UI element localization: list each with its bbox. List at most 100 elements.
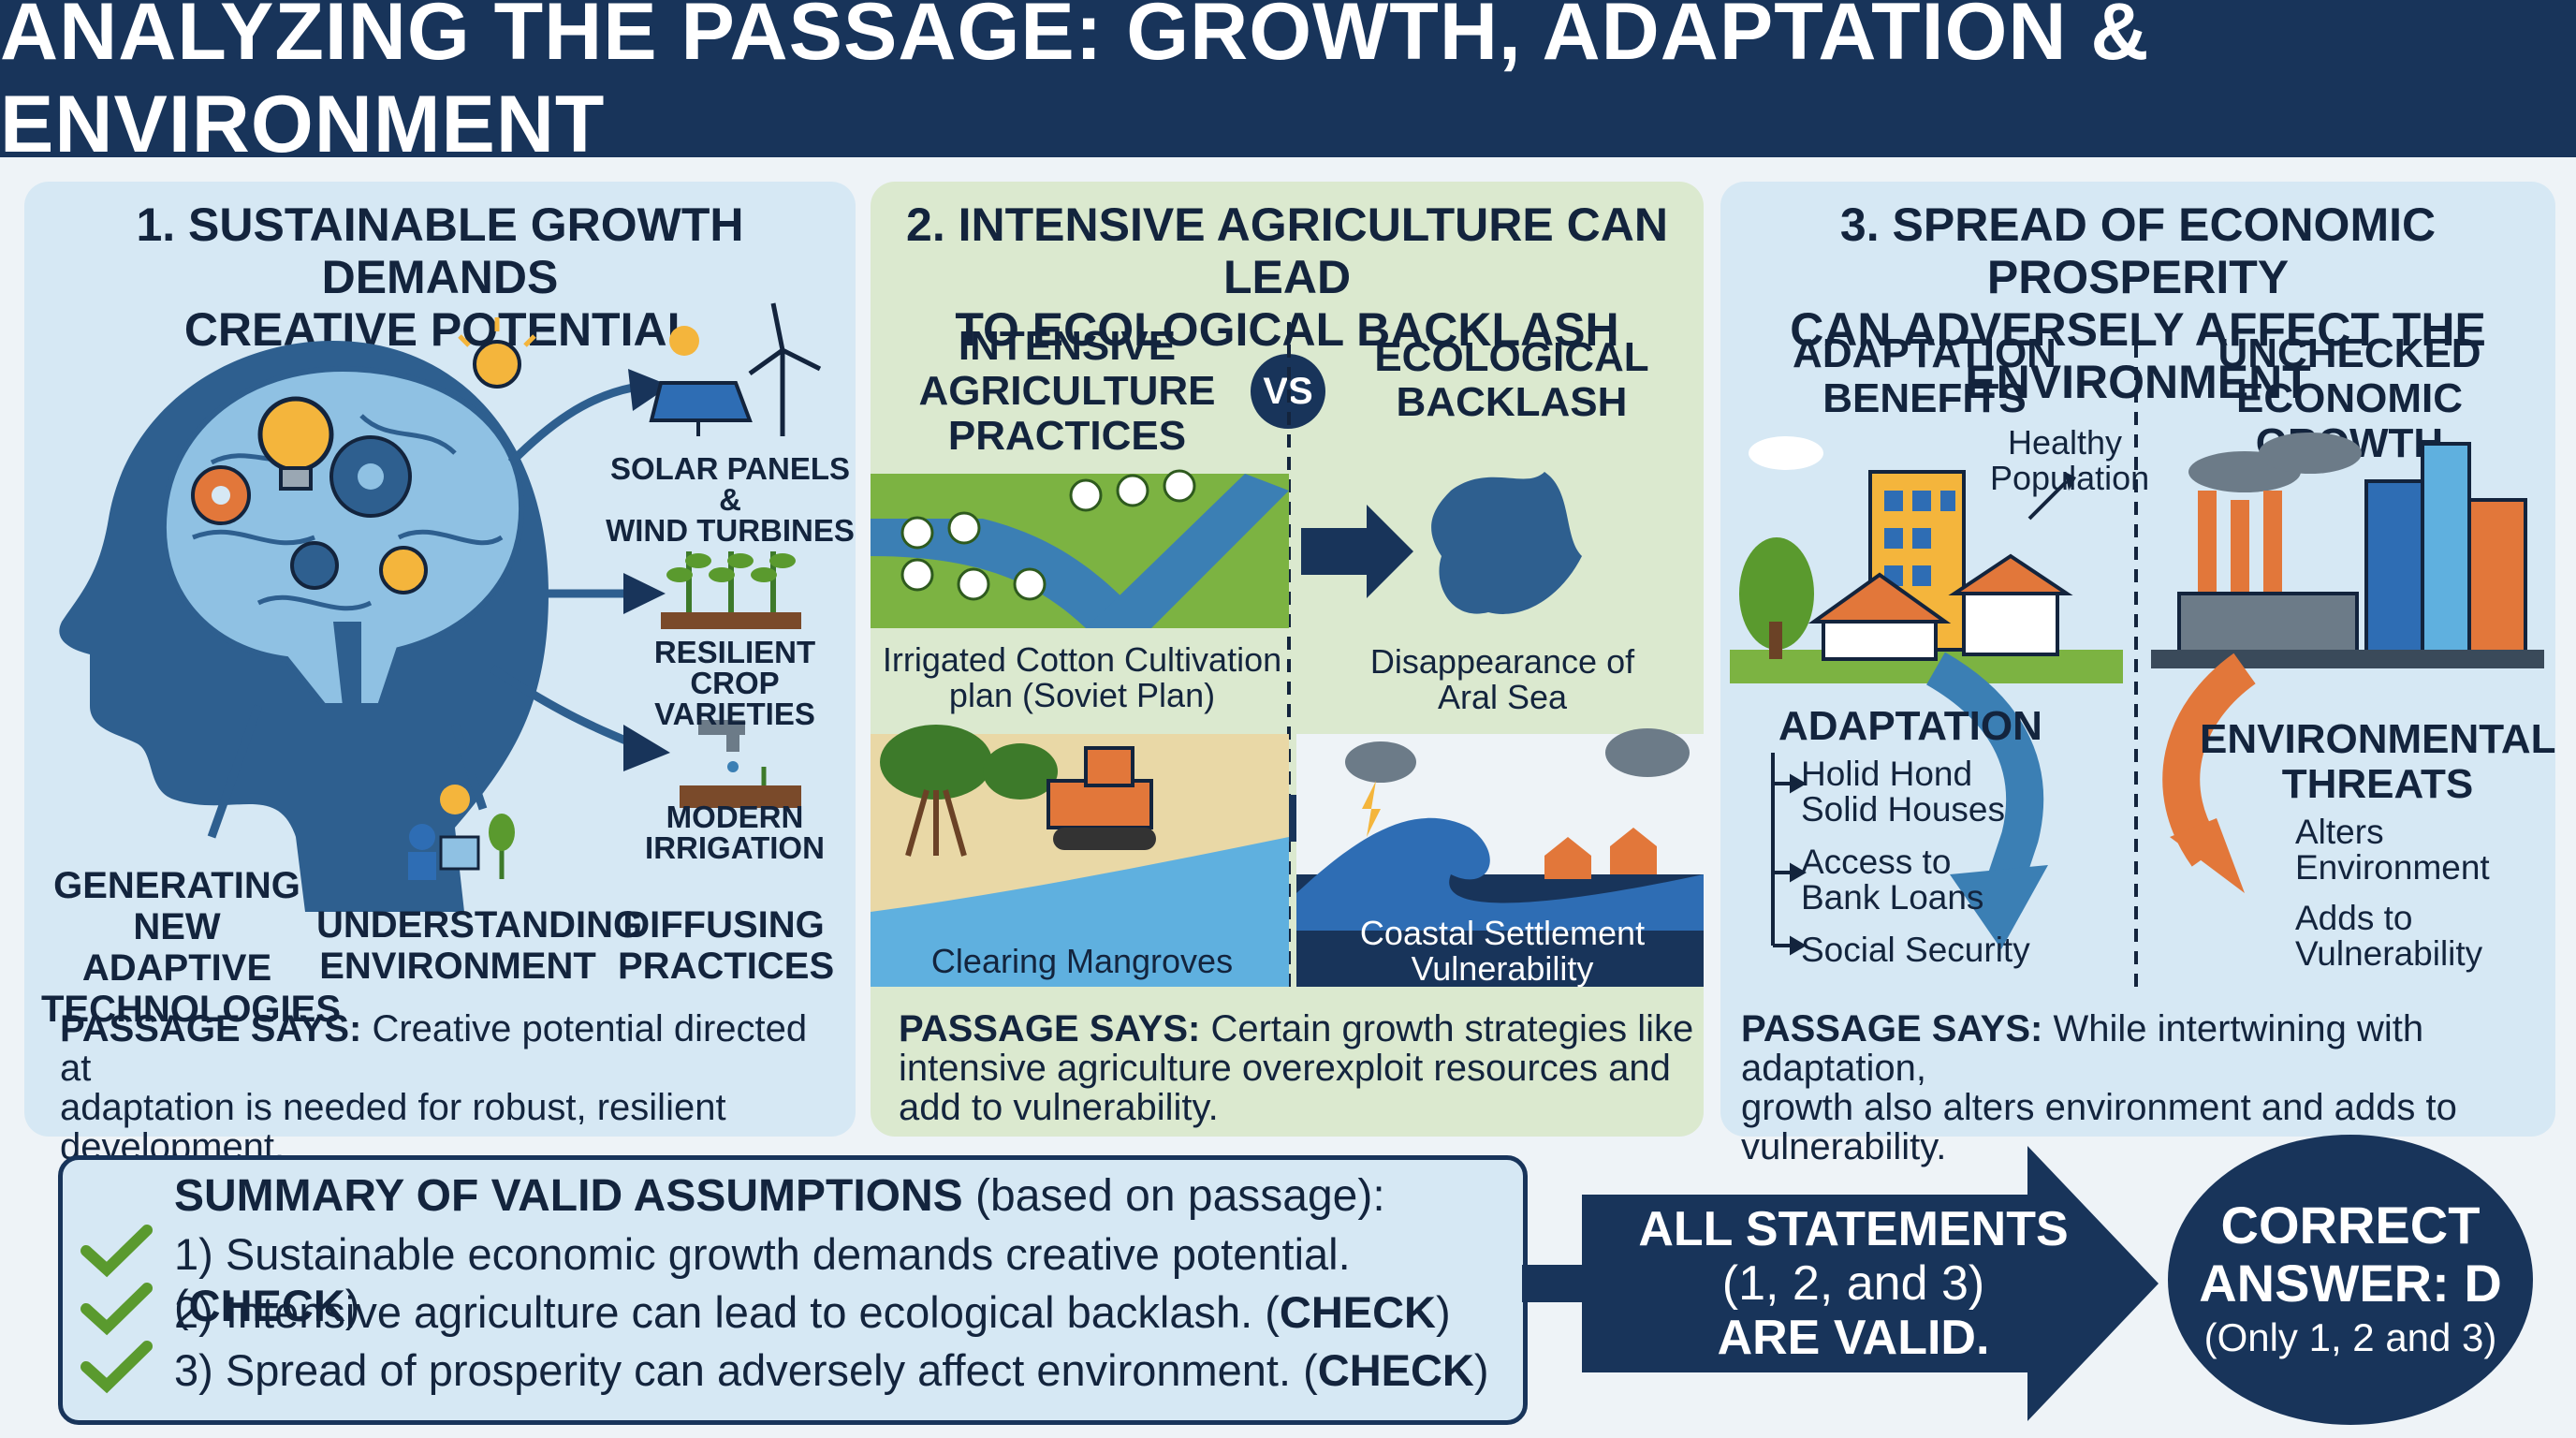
panel2-title-line1: 2. INTENSIVE AGRICULTURE CAN LEAD <box>906 198 1668 303</box>
label-gen-line2: NEW ADAPTIVE <box>81 906 272 989</box>
threat-item-4: Vulnerability <box>2295 934 2483 973</box>
panel2-says-line1: Certain growth strategies like <box>1210 1008 1694 1049</box>
panel2-says-label: PASSAGE SAYS: <box>899 1008 1201 1049</box>
summary-item-2-check: CHECK <box>1279 1287 1436 1337</box>
label-gen-line3: TECHNOLOGIES <box>41 989 342 1030</box>
healthy-town-scene <box>1730 436 2123 683</box>
conclusion-line3: ARE VALID. <box>1717 1311 1990 1365</box>
label-solar-line2: WIND TURBINES <box>606 513 855 548</box>
crop-plants-icon <box>661 551 801 629</box>
panel3-says-label: PASSAGE SAYS: <box>1741 1008 2043 1049</box>
lightbulb-icon <box>257 396 334 491</box>
cotton-field-scene <box>871 469 1289 628</box>
solar-panel-icon <box>649 326 753 436</box>
industrial-city-scene <box>2151 433 2544 668</box>
subhead-p3-left-line1: ADAPTATION <box>1793 330 2056 376</box>
mangrove-clearing-scene <box>871 725 1289 987</box>
conclusion-arrows <box>1522 1146 2159 1421</box>
caption-cotton-line2: plan (Soviet Plan) <box>948 676 1216 714</box>
subhead-right-line1: ECOLOGICAL <box>1374 334 1649 380</box>
summary-item-2: 2) Intensive agriculture can lead to eco… <box>174 1286 1503 1338</box>
conclusion-text: ALL STATEMENTS (1, 2, and 3) ARE VALID. <box>1610 1202 2097 1365</box>
check-icon <box>80 1341 153 1394</box>
threats-list: Alters Environment Adds to Vulnerability <box>2295 814 2548 972</box>
irrigation-faucet-icon <box>680 720 801 808</box>
caption-aral-line2: Aral Sea <box>1437 678 1568 716</box>
panel1-says-line2: adaptation is needed for robust, resilie… <box>60 1087 726 1128</box>
adapt-item-2: Solid Houses <box>1801 790 2006 829</box>
label-understanding-environment: UNDERSTANDING ENVIRONMENT <box>316 904 642 987</box>
caption-coastal-line2: Vulnerability <box>1411 949 1594 988</box>
answer-line3: (Only 1, 2 and 3) <box>2203 1315 2497 1359</box>
wind-turbine-icon <box>748 302 822 436</box>
threats-line2: THREATS <box>2281 761 2474 807</box>
caption-mangroves: Clearing Mangroves <box>930 942 1234 980</box>
lightbulb-small-icon <box>379 317 536 594</box>
panel1-title: 1. SUSTAINABLE GROWTH DEMANDS CREATIVE P… <box>24 198 856 356</box>
panel3-passage-says: PASSAGE SAYS: While intertwining with ad… <box>1741 1009 2554 1167</box>
subhead-left-line1: INTENSIVE <box>958 323 1177 369</box>
label-diffusing-practices: DIFFUSING PRACTICES <box>618 904 835 987</box>
label-irrigation-line1: MODERN <box>666 800 804 834</box>
panel1-illustration <box>59 302 822 912</box>
panel3-says-line3: vulnerability. <box>1741 1126 1947 1167</box>
threat-item-3: Adds to <box>2295 899 2413 937</box>
environment-study-icon <box>408 785 515 880</box>
adapt-item-4: Bank Loans <box>1801 878 1984 917</box>
adaptation-arrow <box>1925 652 2044 900</box>
subhead-unchecked-growth: UNCHECKED ECONOMIC GROWTH <box>2153 331 2546 466</box>
subhead-left-line3: PRACTICES <box>947 413 1187 459</box>
label-solar-line1: SOLAR PANELS & <box>609 451 851 517</box>
threat-arrow-head <box>2170 818 2245 893</box>
summary-title: SUMMARY OF VALID ASSUMPTIONS (based on p… <box>174 1170 1503 1222</box>
aral-sea-map <box>1431 472 1582 614</box>
healthy-line2: Population <box>1990 459 2150 497</box>
label-irrigation-line2: IRRIGATION <box>645 830 825 865</box>
big-arrow <box>1582 1146 2159 1421</box>
panel3-says-line1: While intertwining with adaptation, <box>1741 1008 2424 1089</box>
subhead-intensive-agriculture: INTENSIVE AGRICULTURE PRACTICES <box>899 324 1236 459</box>
label-gen-line1: GENERATING <box>53 865 300 906</box>
summary-box <box>58 1155 1528 1425</box>
summary-item-3-text: 3) Spread of prosperity can adversely af… <box>174 1345 1318 1395</box>
caption-cotton: Irrigated Cotton Cultivation plan (Sovie… <box>871 642 1294 713</box>
conclusion-line1: ALL STATEMENTS <box>1638 1202 2069 1256</box>
adaptation-arrow-head <box>1950 865 2048 949</box>
coastal-storm-scene <box>1296 728 1704 987</box>
conclusion-line2: (1, 2, and 3) <box>1721 1256 1985 1311</box>
summary-item-1-check: CHECK <box>188 1281 345 1330</box>
summary-item-1-close: ) <box>344 1281 360 1330</box>
label-crop-line2: CROP VARIETIES <box>654 666 815 731</box>
environmental-threats-heading: ENVIRONMENTAL THREATS <box>2200 717 2556 807</box>
subhead-p3-left-line2: BENEFITS <box>1822 375 2027 421</box>
subhead-right-line2: BACKLASH <box>1396 379 1628 425</box>
label-crop-line1: RESILIENT <box>653 635 816 669</box>
caption-cotton-line1: Irrigated Cotton Cultivation <box>882 640 1282 679</box>
subhead-ecological-backlash: ECOLOGICAL BACKLASH <box>1348 335 1676 425</box>
adaptation-bullets <box>1771 753 1807 956</box>
subhead-left-line2: AGRICULTURE <box>918 368 1216 414</box>
panel1-title-line2: CREATIVE POTENTIAL <box>183 303 696 356</box>
summary-checkmarks <box>80 1225 153 1394</box>
summary-item-3-close: ) <box>1473 1345 1489 1395</box>
adapt-item-3: Access to <box>1801 843 1952 881</box>
page-title: ANALYZING THE PASSAGE: GROWTH, ADAPTATIO… <box>0 0 2150 169</box>
panel3-illustration <box>1730 322 2544 987</box>
label-solar-wind: SOLAR PANELS & WIND TURBINES <box>599 453 861 546</box>
label-generating-technologies: GENERATING NEW ADAPTIVE TECHNOLOGIES <box>41 865 342 1030</box>
adapt-item-5: Social Security <box>1801 931 2030 969</box>
panel1-title-line1: 1. SUSTAINABLE GROWTH DEMANDS <box>136 198 744 303</box>
caption-coastal-line1: Coastal Settlement <box>1359 914 1646 952</box>
summary-item-3: 3) Spread of prosperity can adversely af… <box>174 1344 1503 1396</box>
gear-icon <box>191 435 412 590</box>
check-icon <box>80 1283 153 1336</box>
summary-item-1-text: 1) Sustainable economic growth demands c… <box>174 1229 1351 1330</box>
summary-item-2-close: ) <box>1436 1287 1451 1337</box>
label-modern-irrigation: MODERN IRRIGATION <box>618 801 852 863</box>
label-dif-line2: PRACTICES <box>618 946 835 987</box>
label-und-line2: ENVIRONMENT <box>319 946 596 987</box>
adapt-item-1: Holid Hond <box>1801 755 1973 793</box>
healthy-line1: Healthy <box>2007 423 2123 462</box>
caption-coastal: Coastal Settlement Vulnerability <box>1296 916 1708 987</box>
idea-arrows <box>207 383 635 842</box>
